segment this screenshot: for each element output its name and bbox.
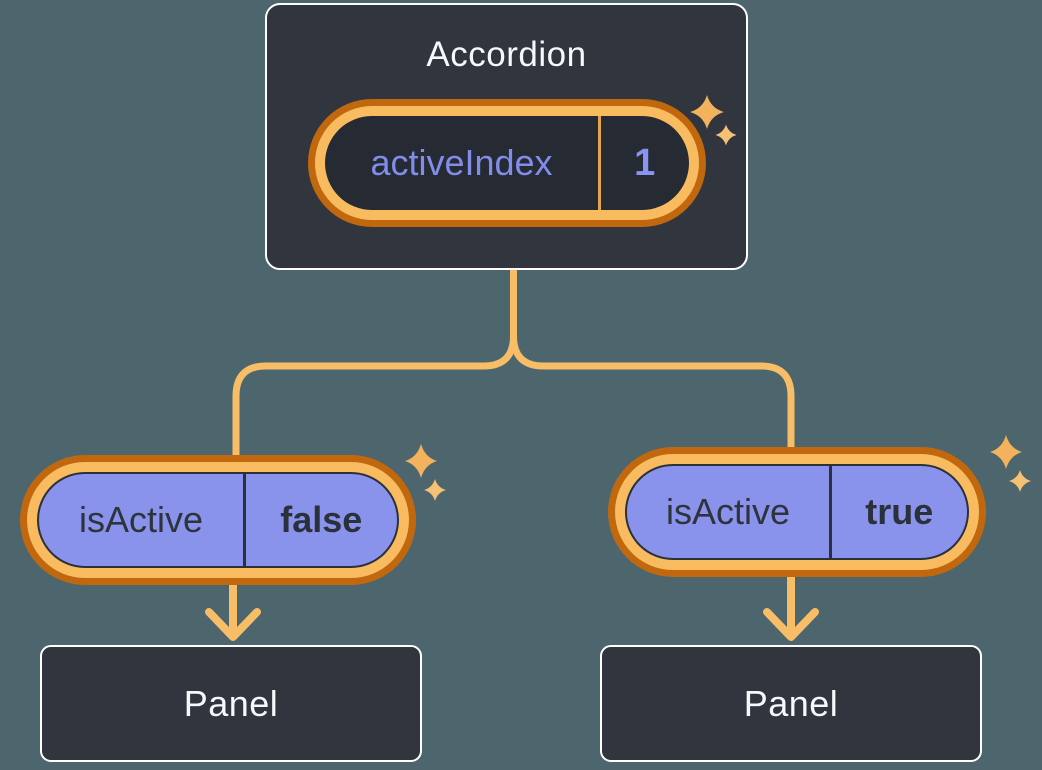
pill-divider	[243, 474, 246, 566]
state-name-label: activeIndex	[370, 142, 553, 183]
accordion-title: Accordion	[426, 35, 587, 74]
state-value: 1	[634, 141, 656, 184]
prop-value: false	[280, 499, 363, 540]
prop-pill-right: isActive true	[608, 447, 986, 577]
pill-divider	[829, 466, 832, 558]
sparkle-icon	[405, 444, 446, 501]
panel-card-right: Panel	[600, 645, 982, 762]
panel-card-left: Panel	[40, 645, 422, 762]
panel-label: Panel	[743, 682, 839, 724]
arrow-down-right-icon	[763, 571, 819, 641]
tree-connector-left	[232, 269, 517, 460]
prop-pill-left: isActive false	[20, 455, 416, 585]
prop-name-label: isActive	[665, 491, 791, 532]
tree-connector-right	[510, 269, 795, 452]
panel-label: Panel	[183, 682, 279, 724]
arrow-down-left-icon	[205, 579, 261, 641]
sparkle-icon	[990, 435, 1031, 492]
pill-divider	[598, 116, 601, 210]
state-pill: activeIndex 1	[308, 99, 706, 227]
prop-value: true	[865, 491, 934, 532]
sparkle-icon	[690, 95, 737, 146]
prop-name-label: isActive	[78, 499, 204, 540]
